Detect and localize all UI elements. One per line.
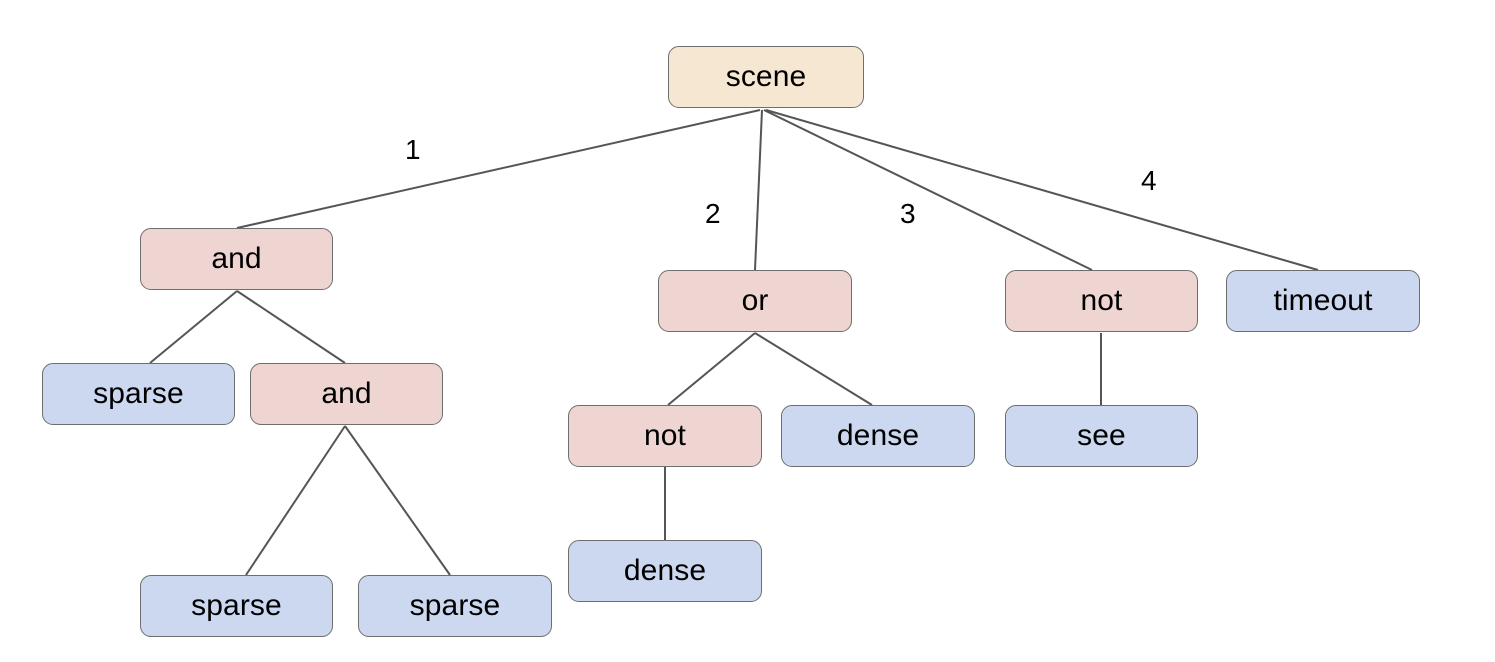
tree-node-dense1[interactable]: dense	[781, 405, 975, 467]
tree-node-and1[interactable]: and	[140, 228, 333, 290]
tree-edge	[236, 109, 761, 229]
tree-node-label: scene	[725, 60, 807, 93]
tree-node-or1[interactable]: or	[658, 270, 852, 332]
tree-node-label: dense	[836, 419, 920, 452]
tree-node-label: sparse	[191, 589, 282, 622]
tree-node-label: or	[741, 284, 769, 317]
tree-edge	[667, 332, 756, 406]
tree-edge	[754, 109, 763, 271]
tree-node-label: dense	[623, 554, 707, 587]
tree-node-see1[interactable]: see	[1005, 405, 1198, 467]
tree-node-label: timeout	[1273, 284, 1373, 317]
tree-node-timeout1[interactable]: timeout	[1226, 270, 1420, 332]
tree-node-sparse2[interactable]: sparse	[140, 575, 333, 637]
tree-node-label: sparse	[93, 377, 184, 410]
tree-edge	[344, 425, 451, 576]
tree-node-label: and	[211, 242, 262, 275]
tree-node-label: not	[1080, 284, 1123, 317]
tree-edge	[149, 290, 238, 364]
tree-edge	[245, 425, 346, 576]
tree-node-label: see	[1077, 419, 1126, 452]
tree-edge	[236, 290, 346, 364]
tree-node-dense2[interactable]: dense	[568, 540, 762, 602]
tree-node-not2[interactable]: not	[568, 405, 762, 467]
tree-node-scene[interactable]: scene	[668, 46, 864, 108]
edge-label-3: 3	[900, 198, 916, 229]
tree-node-sparse3[interactable]: sparse	[358, 575, 552, 637]
tree-edge	[763, 109, 1093, 271]
edge-label-4: 4	[1141, 165, 1157, 196]
tree-edge	[765, 109, 1319, 271]
edge-label-1: 1	[405, 134, 421, 165]
edge-label-2: 2	[705, 198, 721, 229]
tree-node-and2[interactable]: and	[250, 363, 443, 425]
tree-node-label: not	[643, 419, 686, 452]
tree-node-sparse1[interactable]: sparse	[42, 363, 235, 425]
tree-node-not1[interactable]: not	[1005, 270, 1198, 332]
tree-node-label: and	[321, 377, 372, 410]
tree-node-label: sparse	[409, 589, 501, 622]
tree-edge	[754, 332, 873, 406]
